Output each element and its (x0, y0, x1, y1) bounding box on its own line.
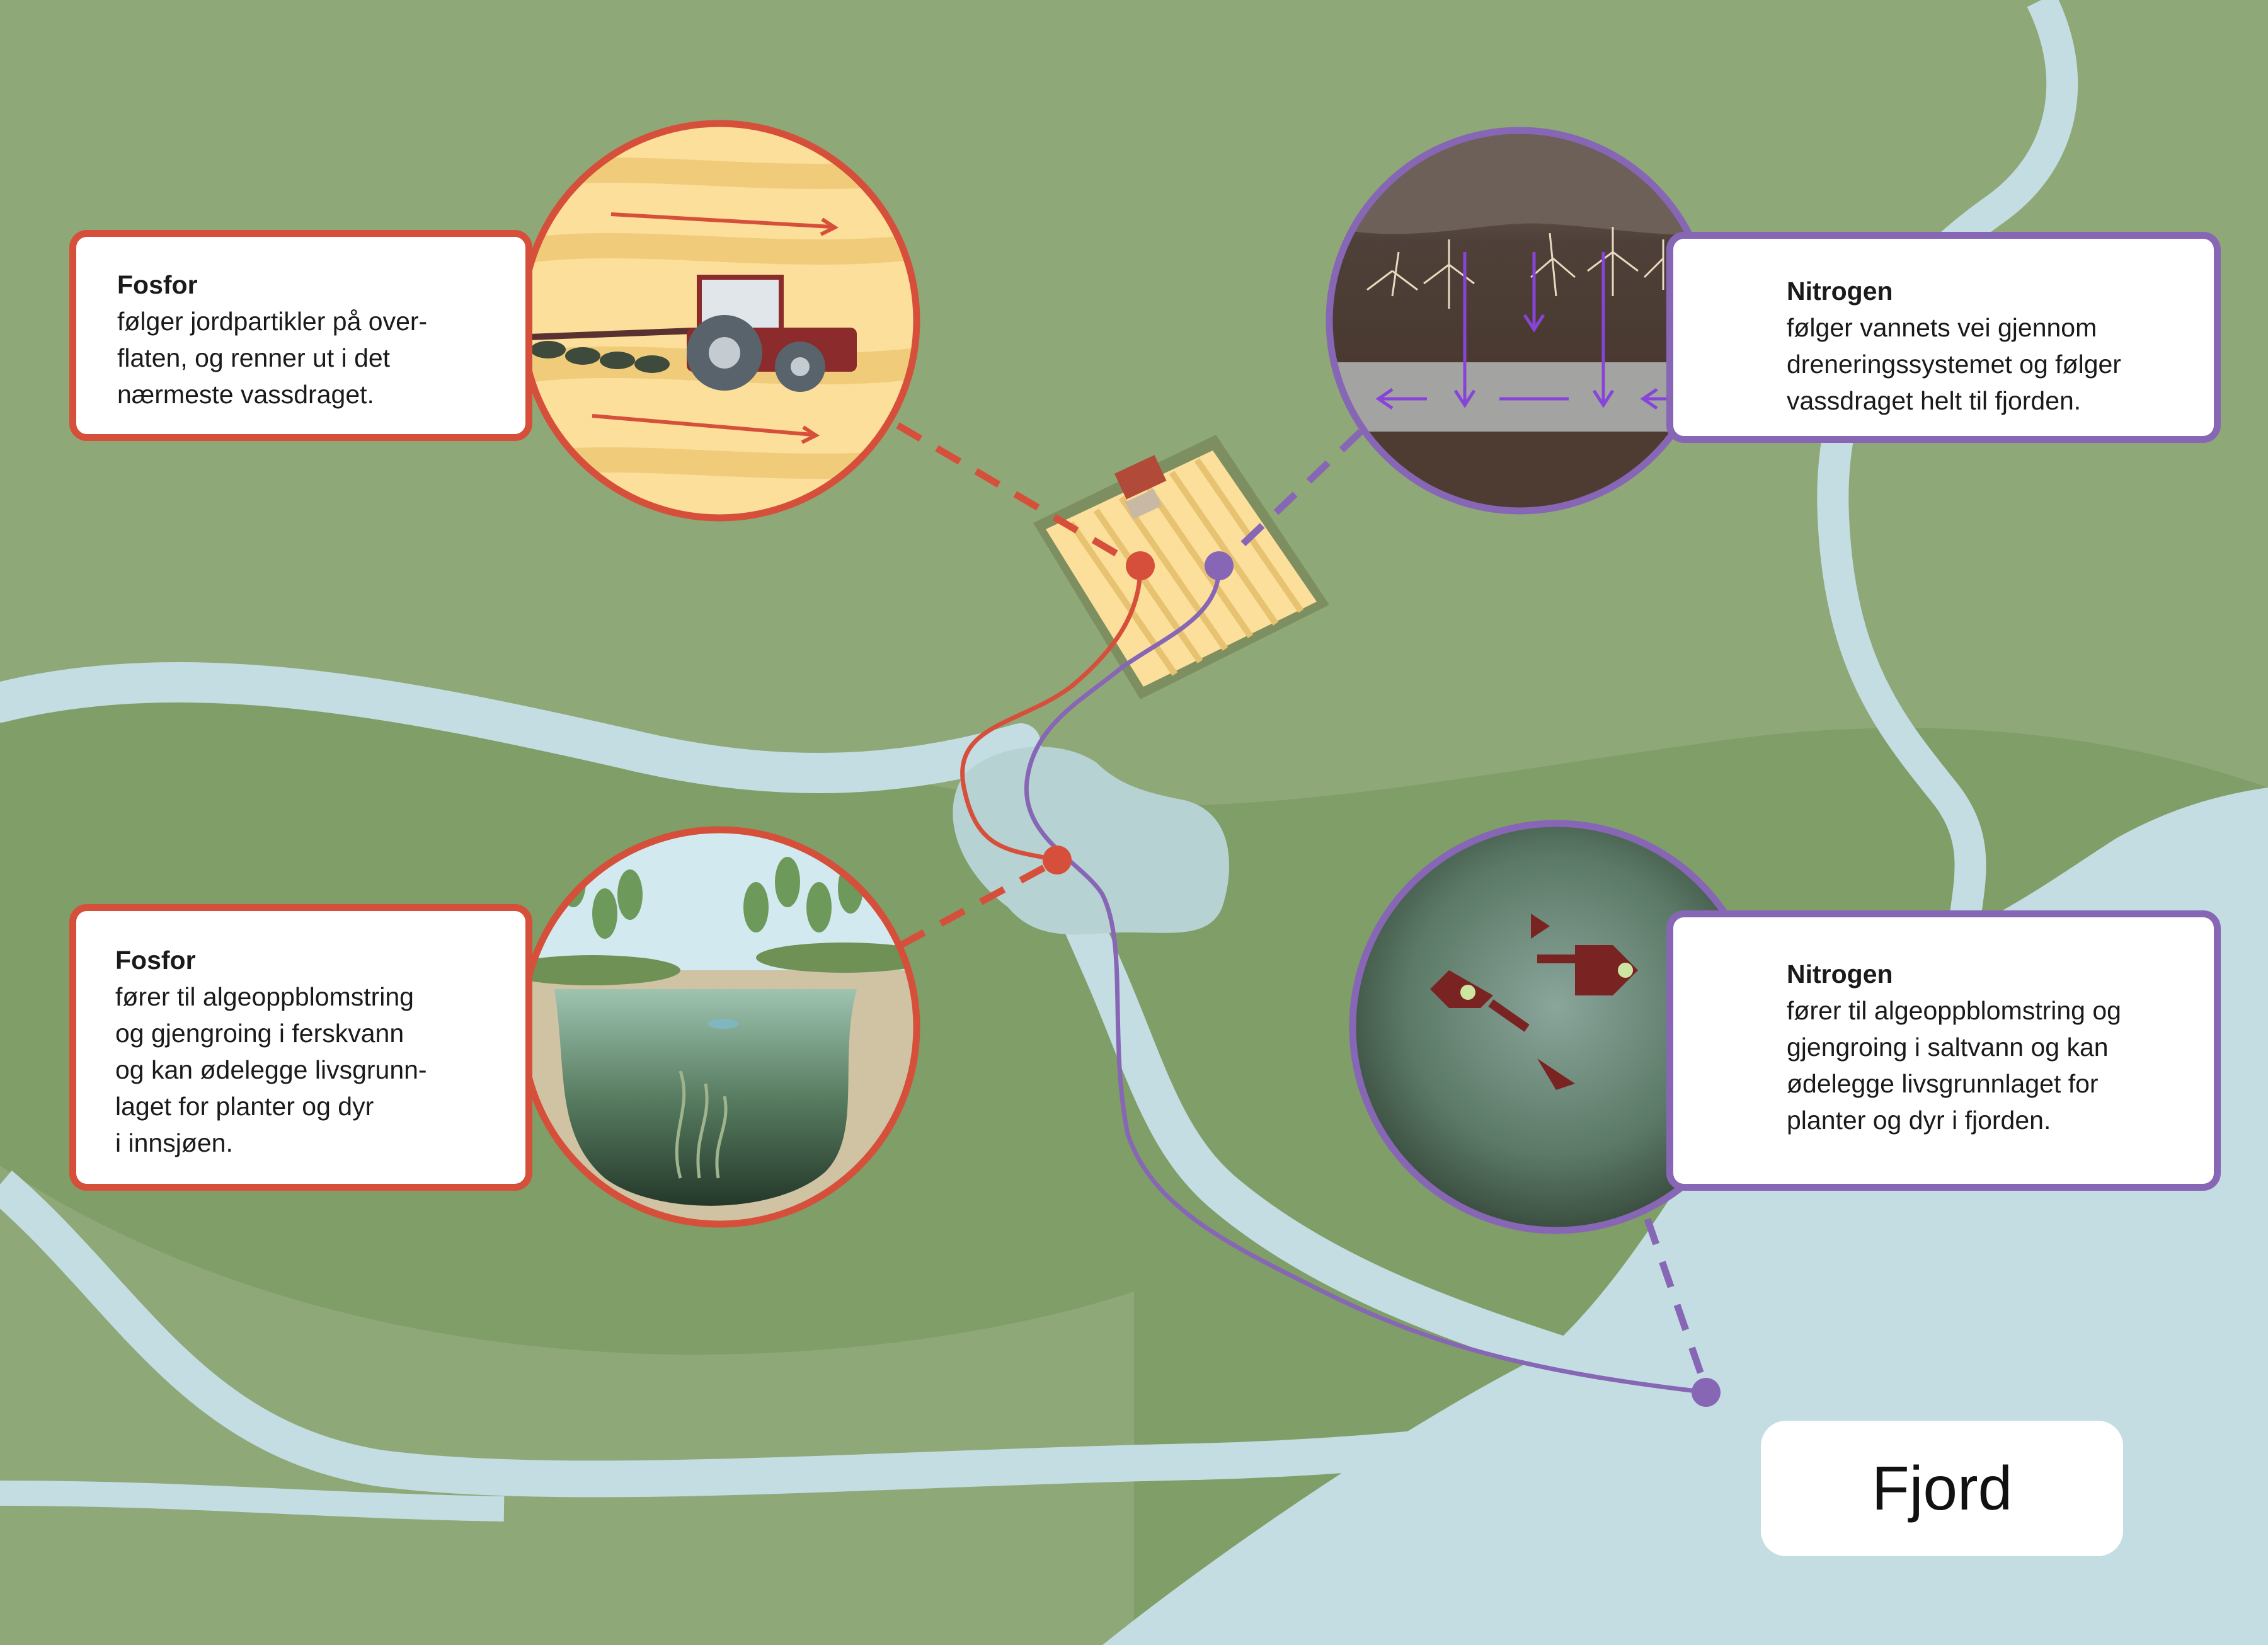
nitrogen-source-dot (1205, 551, 1234, 580)
label-line: planter og dyr i fjorden. (1787, 1106, 2051, 1135)
nitrogen-fjord-dot (1692, 1378, 1721, 1407)
lake (953, 747, 1230, 935)
label-line: og gjengroing i ferskvann (115, 1019, 404, 1048)
phosphorus-lake-dot (1043, 845, 1072, 874)
label-line: fører til algeoppblomstring og (1787, 996, 2121, 1025)
label-line: følger jordpartikler på over- (117, 307, 428, 336)
phosphorus-flow-path (960, 566, 1143, 863)
label-title: Nitrogen (1787, 960, 1893, 989)
river-main (0, 662, 1041, 793)
river-upper-right (1817, 0, 2078, 916)
label-line: vassdraget helt til fjorden. (1787, 386, 2082, 415)
lower-land-region (0, 1166, 1134, 1645)
label-title: Nitrogen (1787, 277, 1893, 306)
label-nitrogen-top: Nitrogen følger vannets vei gjennom dren… (1666, 232, 2221, 443)
river-lower (0, 1170, 1482, 1498)
label-line: ødelegge livsgrunnlaget for (1787, 1069, 2099, 1098)
connector-phos-top (896, 422, 1136, 567)
label-line: gjengroing i saltvann og kan (1787, 1033, 2109, 1062)
label-line: nærmeste vassdraget. (117, 380, 374, 409)
connector-nitro-bottom (1644, 1218, 1711, 1394)
label-phosphorus-top: Fosfor følger jordpartikler på over- fla… (69, 230, 532, 441)
fjord-label: Fjord (1761, 1421, 2123, 1556)
label-title: Fosfor (117, 270, 198, 299)
farm-field (1033, 435, 1329, 699)
connector-nitro-top (1223, 429, 1363, 563)
soil-drainage-roots-icon (1326, 127, 1714, 515)
label-title: Fosfor (115, 946, 196, 975)
tractor-ploughing-icon (518, 120, 920, 522)
nitrogen-flow-path (1024, 566, 1708, 1395)
label-line: og kan ødelegge livsgrunn- (115, 1055, 427, 1084)
label-line: dreneringssystemet og følger (1787, 350, 2121, 379)
label-line: flaten, og renner ut i det (117, 343, 391, 372)
label-line: laget for planter og dyr (115, 1092, 374, 1121)
connector-phos-bottom (899, 857, 1060, 948)
label-phosphorus-bottom: Fosfor fører til algeoppblomstring og gj… (69, 904, 532, 1191)
label-line: fører til algeoppblomstring (115, 982, 414, 1011)
label-line: følger vannets vei gjennom (1787, 313, 2097, 342)
river-bottom-left (0, 1481, 505, 1522)
phosphorus-source-dot (1126, 551, 1155, 580)
label-line: i innsjøen. (115, 1128, 233, 1157)
label-nitrogen-bottom: Nitrogen fører til algeoppblomstring og … (1666, 910, 2221, 1191)
